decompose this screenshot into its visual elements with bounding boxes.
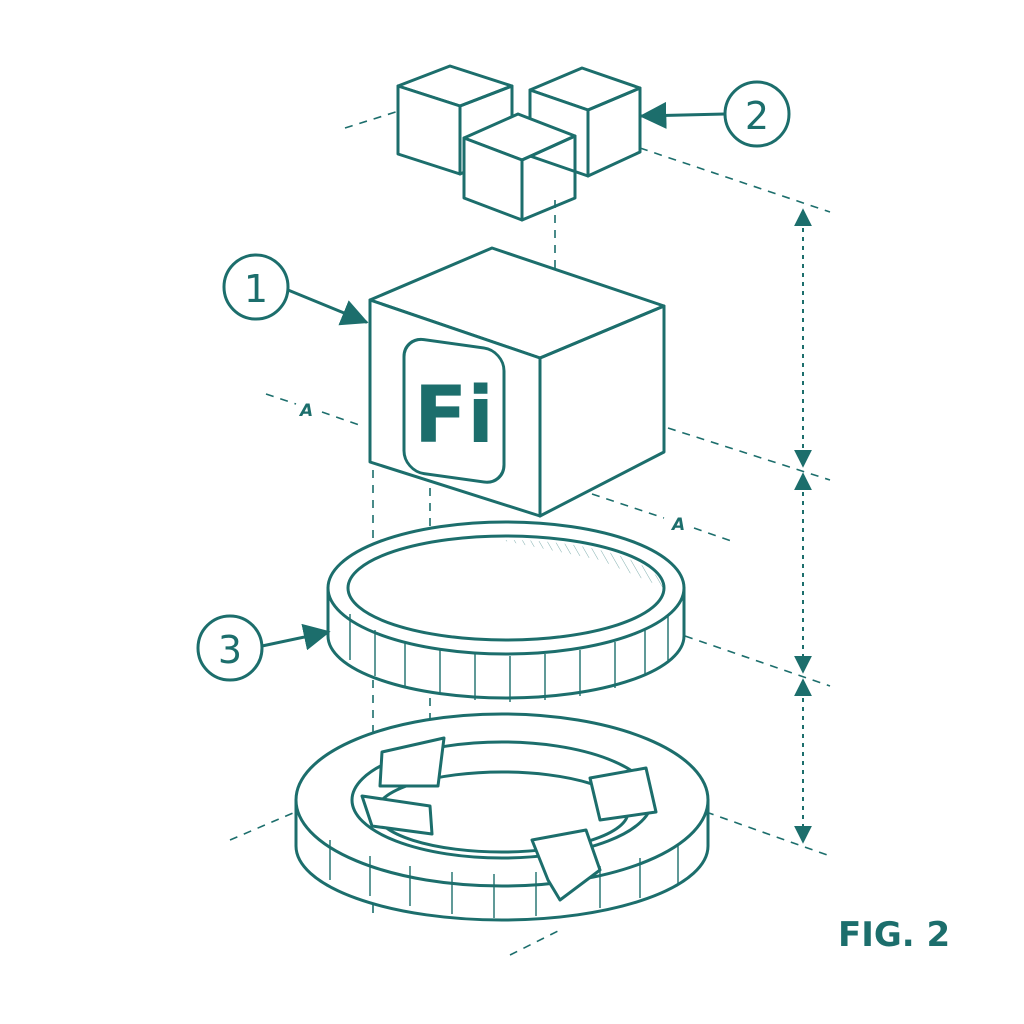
callout-3: 3: [196, 614, 331, 682]
section-mark: A: [265, 393, 363, 427]
small-cube-icon: [462, 112, 577, 222]
main-cube-icon: Fi: [368, 246, 666, 518]
base-ring-icon: [294, 712, 710, 922]
small-cube-icon: [528, 66, 642, 178]
leader-arrow-icon: [286, 288, 369, 326]
disc-icon: [326, 520, 686, 702]
leader-arrow-icon: [260, 623, 331, 651]
svg-text:A: A: [298, 401, 313, 421]
logo-text: Fi: [414, 371, 494, 461]
callout-2: 2: [639, 80, 791, 148]
leader-arrow-icon: [639, 101, 727, 129]
svg-text:1: 1: [244, 267, 268, 311]
svg-text:2: 2: [745, 94, 769, 138]
callout-1: 1: [222, 253, 369, 326]
svg-text:3: 3: [218, 628, 242, 672]
figure-label: FIG. 2: [838, 915, 950, 955]
svg-text:A: A: [670, 515, 685, 535]
section-mark: A: [591, 493, 735, 543]
logo-badge: [402, 337, 506, 484]
